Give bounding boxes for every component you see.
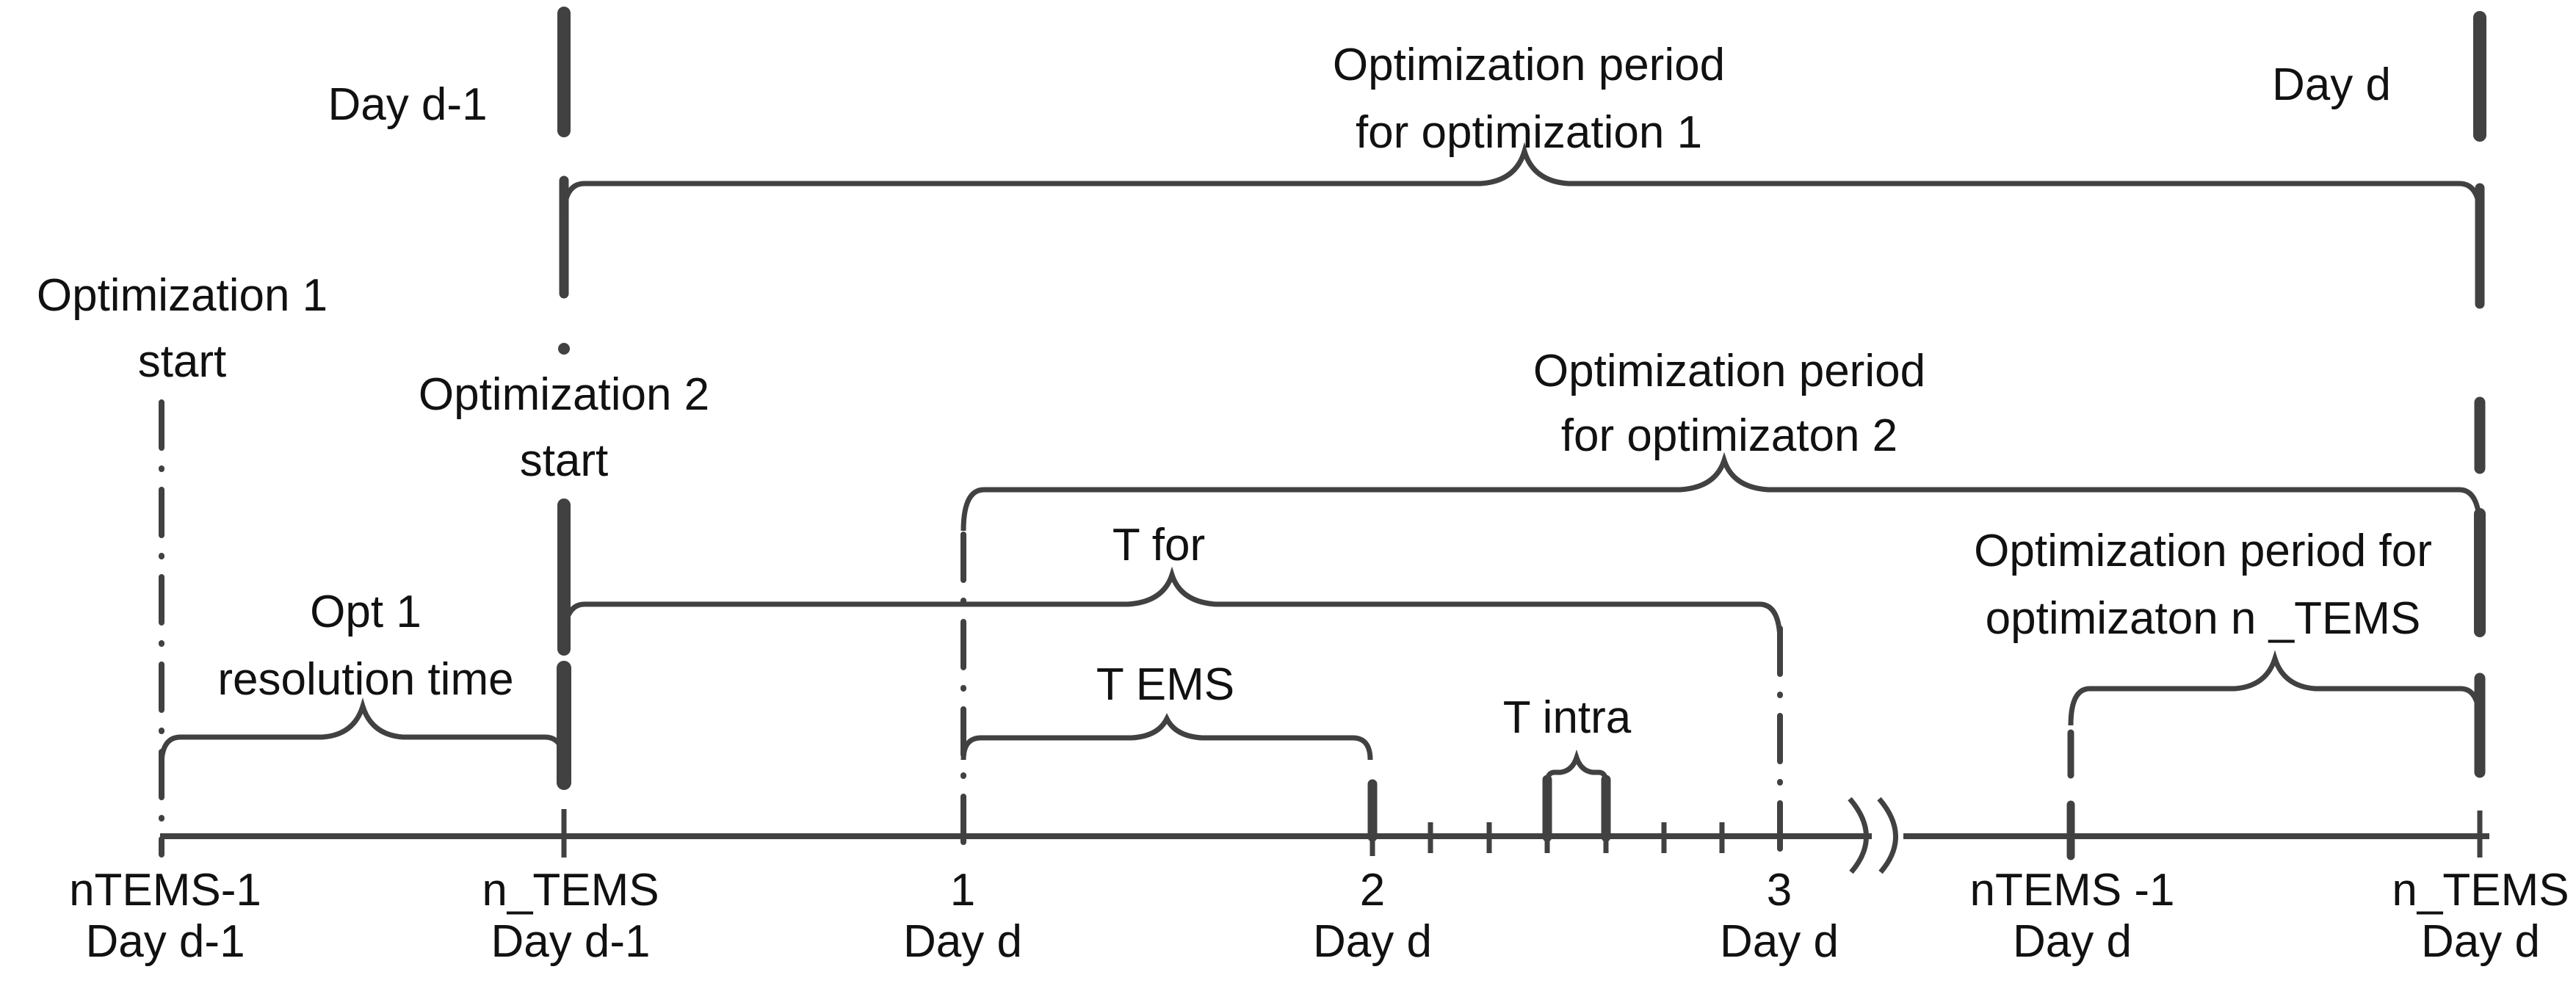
brace-optimization-period-1 (561, 142, 2483, 218)
label-optimization-period-1-line1: Optimization period (1332, 40, 1726, 90)
brace-optimization-period-2 (960, 452, 2483, 532)
label-optimization-2-start-line1: Optimization 2 (418, 369, 710, 420)
axis-tick-label-line1: n_TEMS (2392, 865, 2569, 916)
brace-t-for (561, 566, 1783, 643)
axis-tick-label-line2: Day d-1 (85, 916, 245, 967)
axis-tick-label-line1: 1 (949, 865, 976, 916)
axis-tick-label-n-tems-day-d: n_TEMS Day d (2392, 865, 2569, 968)
label-optimization-period-2: Optimization period for optimizaton 2 (1533, 339, 1925, 468)
axis-tick-label-n-tems-day-d-1: n_TEMS Day d-1 (482, 865, 659, 968)
diagram-lines (159, 7, 2489, 874)
label-optimization-period-n-tems-line2: optimizaton n _TEMS (1985, 593, 2421, 644)
label-optimization-period-1: Optimization period for optimization 1 (1333, 32, 1725, 167)
axis-tick-label-2-day-d: 2 Day d (1313, 865, 1432, 968)
axis-tick-label-line1: nTEMS-1 (69, 865, 261, 916)
axis-tick-label-line2: Day d (1313, 916, 1432, 967)
axis-tick-label-line2: Day d (2421, 916, 2540, 967)
axis-tick-label-line2: Day d (1720, 916, 1839, 967)
label-optimization-period-n-tems-line1: Optimization period for (1974, 526, 2432, 576)
label-opt1-resolution-time-line2: resolution time (217, 654, 514, 705)
label-optimization-1-start: Optimization 1 start (37, 263, 328, 395)
axis-tick-label-line1: 3 (1766, 865, 1792, 916)
label-day-d-minus-1: Day d-1 (328, 79, 488, 130)
axis-break-icon (1848, 797, 1869, 874)
label-optimization-2-start: Optimization 2 start (419, 362, 709, 494)
label-t-for: T for (1112, 520, 1206, 570)
axis-tick-label-line2: Day d (903, 916, 1022, 967)
axis-tick-label-line1: nTEMS -1 (1969, 865, 2175, 916)
label-t-intra: T intra (1502, 692, 1632, 743)
axis-tick-label-line1: n_TEMS (482, 865, 659, 916)
axis-tick-label-1-day-d: 1 Day d (903, 865, 1022, 968)
brace-opt1-resolution-time (159, 697, 567, 766)
boundary-left-dot (558, 343, 570, 355)
brace-optimization-period-n-tems (2068, 650, 2483, 726)
axis-tick-label-line2: Day d (2013, 916, 2132, 967)
label-day-d: Day d (2272, 59, 2391, 110)
axis-tick-label-line2: Day d-1 (491, 916, 651, 967)
label-opt1-resolution-time: Opt 1 resolution time (217, 579, 513, 714)
label-optimization-period-2-line2: for optimizaton 2 (1560, 410, 1898, 461)
axis-tick-label-line1: 2 (1359, 865, 1386, 916)
label-optimization-2-start-line2: start (519, 435, 609, 486)
brace-t-ems (960, 713, 1373, 761)
label-optimization-period-n-tems: Optimization period for optimizaton n _T… (1974, 518, 2432, 653)
label-optimization-1-start-line2: start (137, 336, 227, 387)
axis-break-icon (1877, 797, 1898, 874)
axis-tick-label-ntems-1-day-d: nTEMS -1 Day d (1969, 865, 2174, 968)
axis-tick-label-ntems-1-day-d-1: nTEMS-1 Day d-1 (69, 865, 261, 968)
label-optimization-period-1-line2: for optimization 1 (1355, 107, 1703, 158)
label-optimization-1-start-line1: Optimization 1 (36, 270, 328, 321)
brace-t-intra (1544, 749, 1609, 783)
label-optimization-period-2-line1: Optimization period (1533, 346, 1926, 396)
axis-tick-label-3-day-d: 3 Day d (1720, 865, 1839, 968)
label-t-ems: T EMS (1096, 659, 1235, 710)
label-opt1-resolution-time-line1: Opt 1 (310, 587, 422, 637)
